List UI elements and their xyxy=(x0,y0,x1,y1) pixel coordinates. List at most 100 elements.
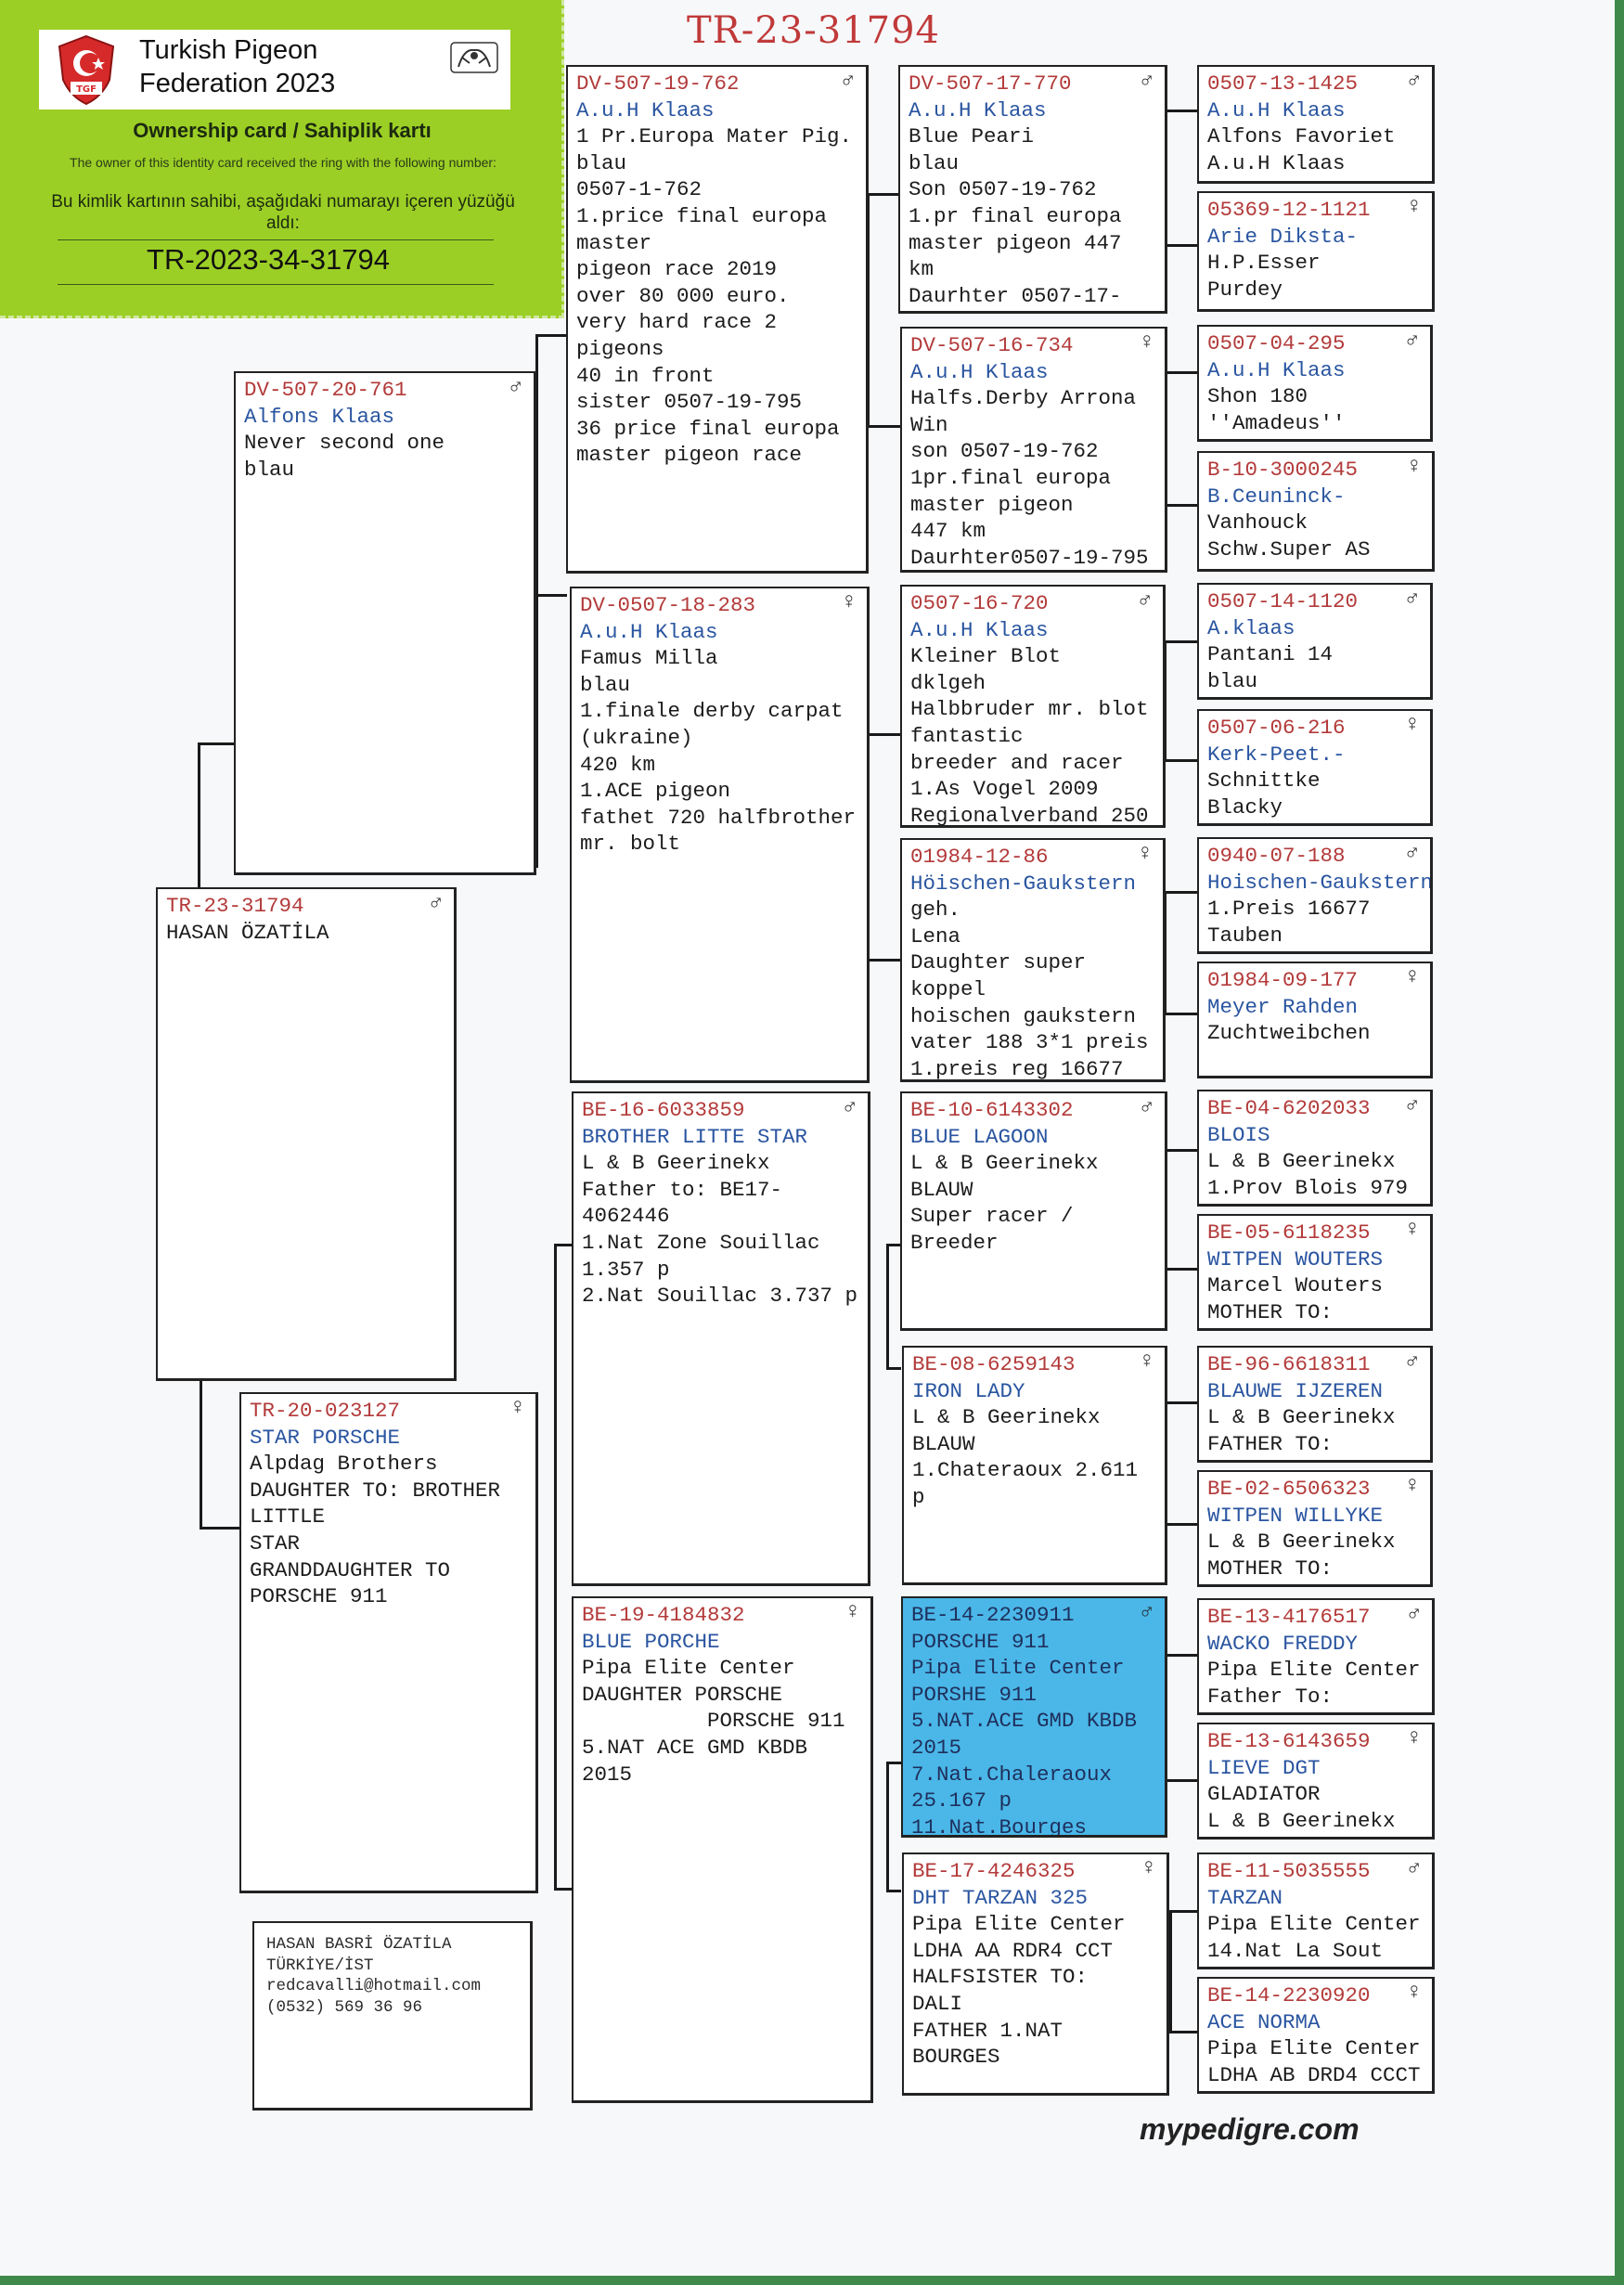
federation-name-line1: Turkish Pigeon xyxy=(139,35,318,65)
connector-line xyxy=(1164,759,1199,762)
pedigree-note: DAUGHTER TO: BROTHER xyxy=(250,1478,501,1503)
male-symbol-icon: ♂ xyxy=(1407,69,1421,94)
pedigree-note: 1.preis reg 16677 xyxy=(910,1056,1124,1081)
pedigree-note: L & B Geerinekx xyxy=(910,1151,1099,1176)
ring-number: BE-10-6143302 xyxy=(910,1098,1074,1122)
ring-number: BE-19-4184832 xyxy=(582,1603,745,1627)
pedigree-note: BLAUW xyxy=(912,1431,975,1456)
pedigree-note: pigeons xyxy=(576,336,664,361)
card-turkish-text: Bu kimlik kartının sahibi, aşağıdaki num… xyxy=(51,192,515,233)
connector-line xyxy=(1164,1401,1199,1404)
card-header: TGF Turkish Pigeon Federation 2023 xyxy=(39,30,510,110)
pedigree-note: Daurhter 0507-17-795 xyxy=(909,283,1122,311)
pedigree-note: Daurhter0507-19-795 xyxy=(910,545,1149,570)
pedigree-note: Purdey xyxy=(1207,277,1283,302)
breeder-name: LIEVE DGT xyxy=(1207,1755,1321,1780)
pedigree-note: dklgeh xyxy=(910,670,986,695)
pedigree-note: Zuchtweibchen xyxy=(1207,1021,1371,1046)
ring-number: BE-04-6202033 xyxy=(1207,1096,1371,1120)
female-symbol-icon: ♀ xyxy=(1405,1474,1419,1499)
connector-line xyxy=(886,1890,901,1892)
female-symbol-icon: ♀ xyxy=(1407,195,1421,220)
pedigree-note: Tauben xyxy=(1207,923,1283,948)
pedigree-note: DALI xyxy=(912,1991,963,2016)
connector-line xyxy=(554,1244,557,1890)
pedigree-note: 1.357 p xyxy=(582,1257,670,1282)
breeder-name: A.u.H Klaas xyxy=(1207,97,1346,123)
connector-line xyxy=(1169,2031,1199,2033)
pedigree-note: H.P.Esser xyxy=(1207,251,1321,276)
connector-line xyxy=(535,594,567,597)
pedigree-note: Son 0507-19-762 xyxy=(909,177,1097,202)
pedigree-note: Pipa Elite Center xyxy=(1207,1912,1421,1937)
connector-line xyxy=(535,334,567,337)
male-symbol-icon: ♂ xyxy=(843,1095,857,1120)
female-symbol-icon: ♀ xyxy=(845,1600,859,1625)
breeder-name: Arie Diksta- xyxy=(1207,224,1359,249)
pedigree-note: Win xyxy=(910,412,948,437)
male-symbol-icon: ♂ xyxy=(1405,1093,1419,1118)
male-symbol-icon: ♂ xyxy=(429,891,443,916)
female-symbol-icon: ♀ xyxy=(1405,713,1419,738)
owner-email[interactable]: redcavalli@hotmail.com xyxy=(266,1977,482,1995)
federation-logo-icon: TGF xyxy=(58,34,115,106)
pedigree-note: MOTHER TO: xyxy=(1207,1299,1334,1324)
pedigree-note: Breeder xyxy=(910,1230,999,1255)
ring-number: 0507-06-216 xyxy=(1207,716,1346,740)
pedigree-note: Alpdag Brothers xyxy=(250,1452,438,1477)
pedigree-note: BLAUW xyxy=(910,1177,973,1202)
male-symbol-icon: ♂ xyxy=(1405,1349,1419,1375)
breeder-name: BLUE LAGOON xyxy=(910,1124,1049,1149)
breeder-name: TARZAN xyxy=(1207,1885,1283,1910)
pedigree-note: blau xyxy=(1207,668,1258,693)
male-symbol-icon: ♂ xyxy=(1140,1600,1154,1625)
connector-line xyxy=(200,1527,241,1530)
website-logo: mypedigre.com xyxy=(1140,2112,1360,2146)
female-symbol-icon: ♀ xyxy=(1140,1349,1154,1375)
ownership-card: TGF Turkish Pigeon Federation 2023 Owner… xyxy=(0,0,564,318)
pedigree-note: 1.As Vogel 2009 xyxy=(910,777,1099,802)
ring-number: 01984-12-86 xyxy=(910,845,1049,869)
connector-line xyxy=(1164,891,1199,894)
pedigree-note: 1.ACE pigeon xyxy=(580,779,731,804)
ring-number: BE-11-5035555 xyxy=(1207,1859,1371,1883)
ring-number: BE-08-6259143 xyxy=(912,1352,1076,1376)
pedigree-note: LDHA AB DRD4 CCCT xyxy=(1207,2062,1421,2087)
pedigree-note: pigeon race 2019 xyxy=(576,257,778,282)
pedigree-note: blau xyxy=(576,150,627,175)
pedigree-note: very hard race 2 xyxy=(576,310,778,335)
breeder-name: ACE NORMA xyxy=(1207,2009,1321,2034)
pedigree-note: Pipa Elite Center xyxy=(582,1656,795,1681)
pedigree-note: Never second one xyxy=(244,431,445,456)
connector-line xyxy=(867,193,900,196)
ring-number: BE-02-6506323 xyxy=(1207,1477,1371,1501)
ring-number: 0507-04-295 xyxy=(1207,331,1346,355)
male-symbol-icon: ♂ xyxy=(1405,841,1419,866)
breeder-name: A.u.H Klaas xyxy=(580,619,718,644)
pedigree-note: LDHA AA RDR4 CCT xyxy=(912,1938,1114,1963)
ring-number: 0507-13-1425 xyxy=(1207,71,1359,96)
pedigree-note: HALFSISTER TO: xyxy=(912,1965,1089,1990)
connector-line xyxy=(1164,244,1199,247)
pedigree-note: DAUGHTER PORSCHE xyxy=(582,1682,783,1707)
pedigree-note: L & B Geerinekx xyxy=(582,1151,770,1176)
connector-line xyxy=(886,1762,889,1891)
owner-contact-box: HASAN BASRİ ÖZATİLA TÜRKİYE/İST redcaval… xyxy=(252,1921,533,2111)
pedigree-note: GLADIATOR xyxy=(1207,1782,1321,1807)
ring-number: 05369-12-1121 xyxy=(1207,198,1371,222)
pedigree-note: (ukraine) xyxy=(580,725,693,750)
male-symbol-icon: ♂ xyxy=(1405,329,1419,354)
breeder-name: STAR PORSCHE xyxy=(250,1425,401,1450)
pedigree-note: fathet 720 halfbrother xyxy=(580,805,857,830)
ring-number: DV-507-20-761 xyxy=(244,378,407,402)
